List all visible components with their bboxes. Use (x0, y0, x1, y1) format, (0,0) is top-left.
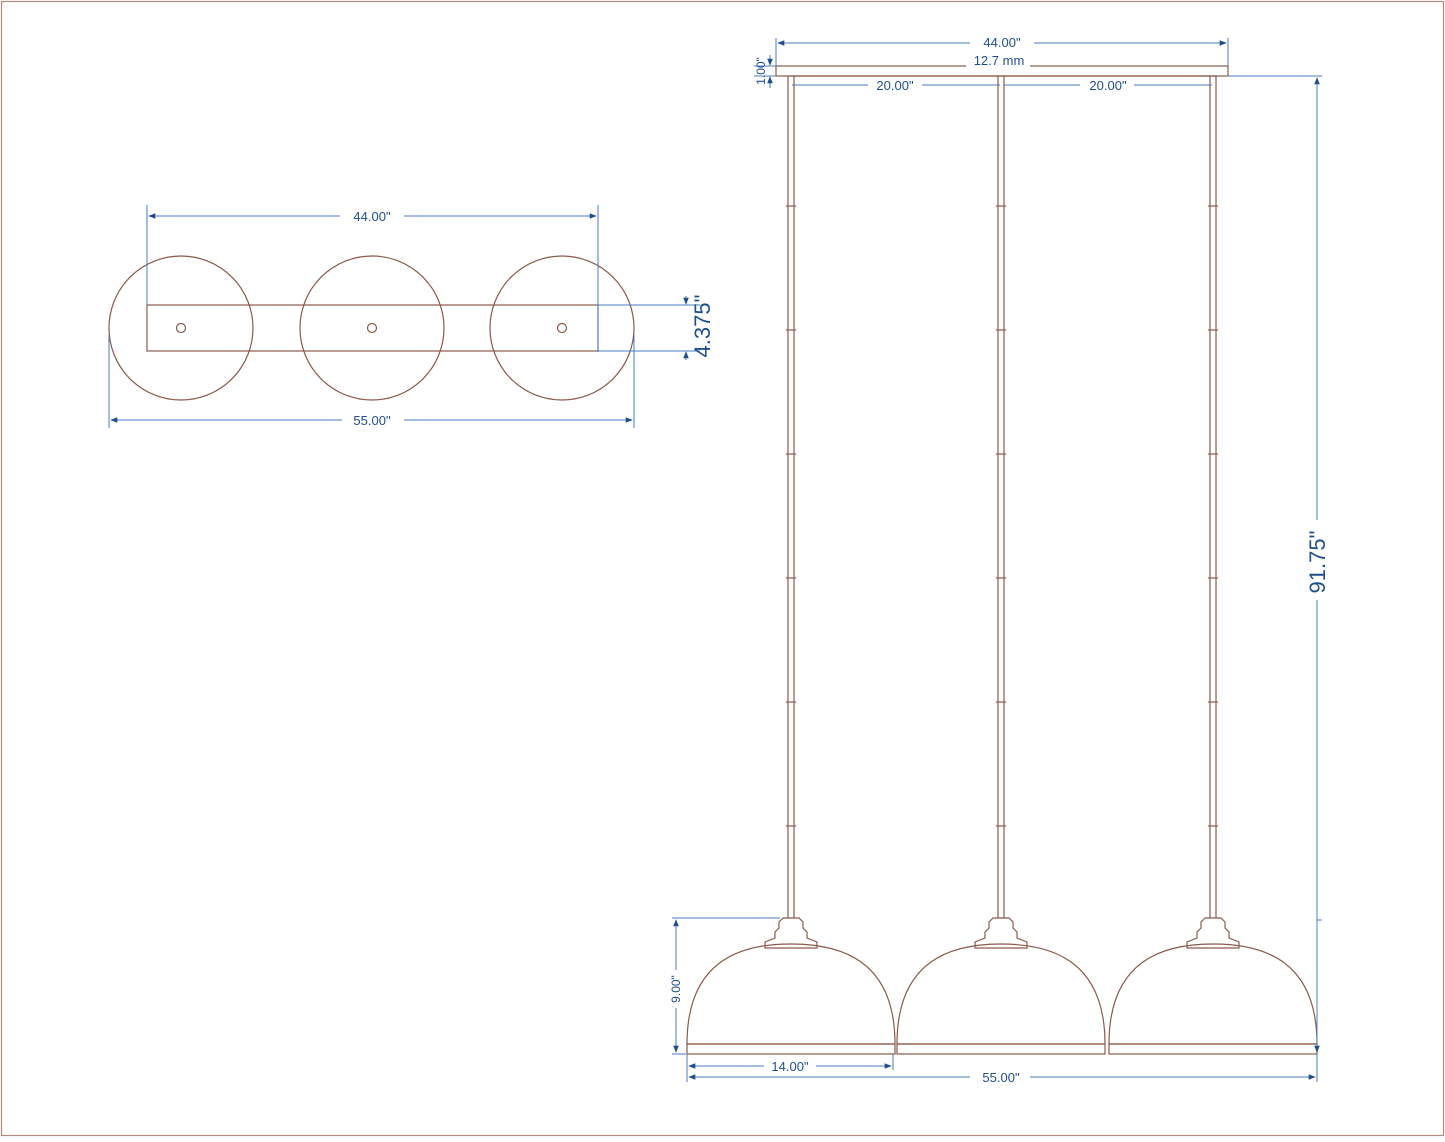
canopy-bar (146, 304, 599, 352)
rod-right (1208, 76, 1218, 918)
rod-left (786, 76, 796, 918)
top-view: 44.00" 4.375" 55.00" (108, 205, 715, 429)
dim-label-top-canopy-depth: 4.375" (690, 295, 715, 358)
mount-hole-left (175, 322, 187, 334)
dim-label-front-overall-width: 55.00" (982, 1070, 1020, 1085)
dim-label-top-overall-width: 55.00" (353, 413, 391, 428)
mount-hole-right (556, 322, 568, 334)
dim-label-overall-height: 91.75" (1305, 531, 1330, 594)
pendant-shade-right (1108, 917, 1318, 1055)
dim-label-spacing-left: 20.00" (876, 78, 914, 93)
pendant-shade-left (686, 917, 896, 1055)
canopy-disc-right (489, 255, 635, 401)
dim-label-shade-height: 9.00" (669, 975, 683, 1003)
dim-label-shade-diameter: 14.00" (771, 1059, 809, 1074)
mount-hole-center (366, 322, 378, 334)
canopy-disc-center (299, 255, 445, 401)
rod-center (996, 76, 1006, 918)
dim-label-spacing-right: 20.00" (1089, 78, 1127, 93)
dim-label-canopy-length: 44.00" (983, 35, 1021, 50)
dim-label-top-mount-spacing: 44.00" (353, 209, 391, 224)
dim-label-canopy-thickness-in: 1.00" (754, 57, 768, 85)
pendant-shade-center (896, 917, 1106, 1055)
front-view: 44.00" 12.7 mm 1.00" 20.00" 20.00" (668, 34, 1331, 1085)
canopy-disc-left (108, 255, 254, 401)
dim-label-canopy-thickness-mm: 12.7 mm (974, 53, 1025, 68)
